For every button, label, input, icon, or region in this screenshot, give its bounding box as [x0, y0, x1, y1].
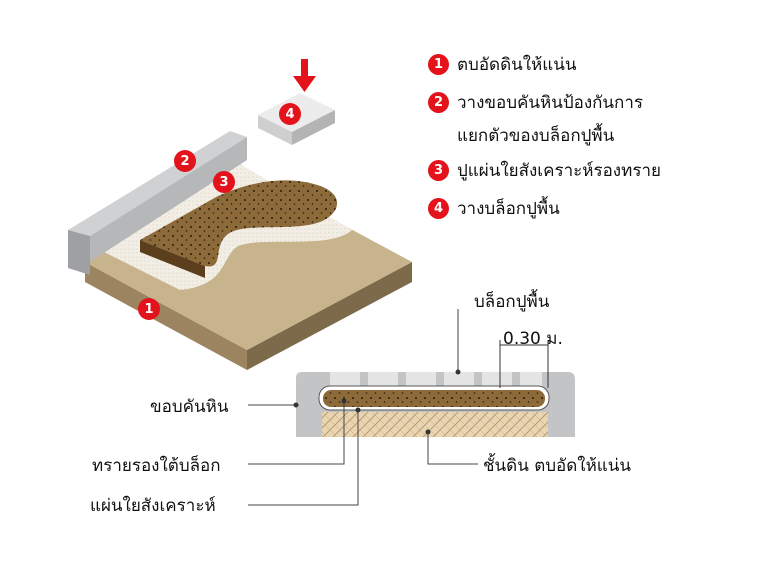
step-3: 3 ปูแผ่นใยสังเคราะห์รองทราย — [428, 157, 661, 183]
step-text: ปูแผ่นใยสังเคราะห์รองทราย — [457, 160, 661, 181]
leader-lines — [248, 309, 478, 506]
step-text: วางขอบคันหินป้องกันการ — [457, 92, 644, 113]
geotextile-label: แผ่นใยสังเคราะห์ — [90, 496, 216, 516]
soil-label: ชั้นดิน ตบอัดให้แน่น — [483, 456, 632, 476]
cross-section — [248, 309, 575, 506]
thickness-dimension — [499, 340, 549, 388]
sand-bedding-side — [140, 240, 205, 278]
step-1: 1 ตบอัดดินให้แน่น — [428, 51, 576, 77]
step-text: วางบล็อกปูพื้น — [457, 198, 560, 219]
curb-label: ขอบคันหิน — [150, 397, 229, 417]
leader-dots — [293, 369, 461, 435]
step-4: 4 วางบล็อกปูพื้น — [428, 195, 560, 221]
isometric-view — [68, 59, 412, 370]
marker-paving-block: 4 — [279, 103, 301, 125]
soil-slab-left-side — [85, 262, 247, 370]
marker-compact-soil: 1 — [138, 298, 160, 320]
thickness-label: 0.30 ม. — [503, 329, 563, 349]
section-soil — [322, 412, 548, 437]
step-number-badge: 4 — [428, 197, 449, 219]
down-arrow-icon — [293, 59, 316, 92]
curb-stone-top — [68, 131, 247, 236]
paving-block-left — [258, 115, 292, 145]
curb-stone-side — [68, 230, 90, 275]
marker-geotextile: 3 — [213, 171, 235, 193]
curb-stone-front — [90, 137, 247, 262]
step-text: แยกตัวของบล็อกปูพื้น — [457, 125, 615, 146]
step-text: ตบอัดดินให้แน่น — [457, 54, 577, 75]
step-2: 2 วางขอบคันหินป้องกันการ — [428, 89, 643, 115]
marker-curb: 2 — [174, 150, 196, 172]
step-number-badge: 3 — [428, 159, 449, 181]
sand-label: ทรายรองใต้บล็อก — [92, 456, 221, 476]
step-number-badge: 2 — [428, 91, 449, 113]
paving-block-right — [292, 110, 335, 145]
step-number-badge: 1 — [428, 53, 449, 75]
block-label: บล็อกปูพื้น — [474, 292, 550, 312]
soil-slab-right-side — [247, 262, 412, 370]
step-2-continued: แยกตัวของบล็อกปูพื้น — [457, 122, 614, 148]
